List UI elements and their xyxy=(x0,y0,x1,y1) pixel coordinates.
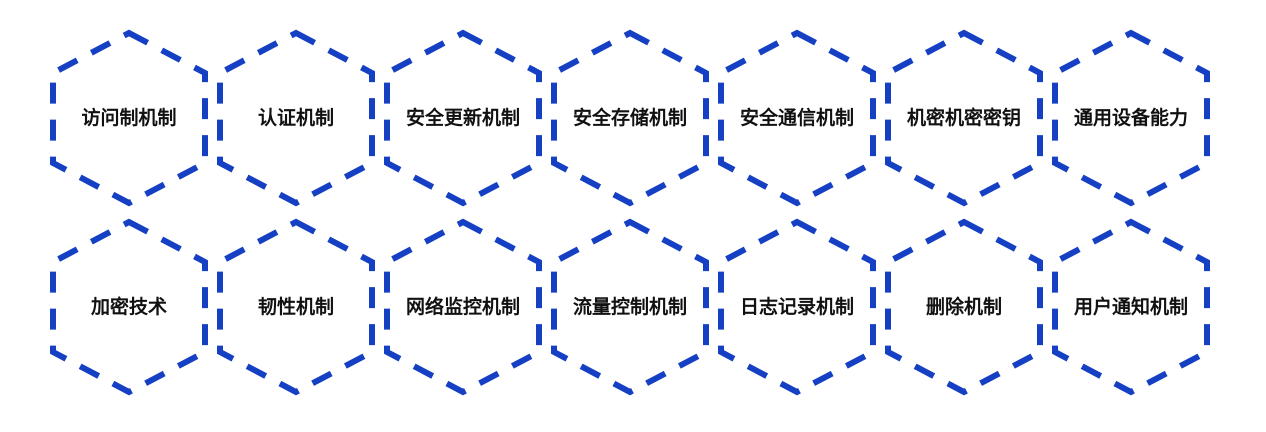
hexagon-outline xyxy=(50,218,208,396)
hexagon-label: 用户通知机制 xyxy=(1074,295,1188,318)
hexagon-outline xyxy=(217,29,375,207)
hexagon-node: 韧性机制 xyxy=(217,218,375,396)
hexagon-outline xyxy=(50,29,208,207)
hexagon-outline xyxy=(384,29,542,207)
hexagon-layer: 访问制机制 认证机制 安全更新机制 安全存储机制 安全通信机制 机密机密密钥 通用设备能力加… xyxy=(50,29,1210,396)
hexagon-node: 加密技术 xyxy=(50,218,208,396)
hexagon-label: 安全通信机制 xyxy=(740,106,854,129)
hexagon-outline xyxy=(551,218,709,396)
hexagon-node: 认证机制 xyxy=(217,29,375,207)
hexagon-label: 认证机制 xyxy=(258,106,334,129)
hexagon-outline xyxy=(718,29,876,207)
hexagon-label: 网络监控机制 xyxy=(406,295,520,318)
hexagon-label: 删除机制 xyxy=(926,295,1002,318)
hexagon-label: 流量控制机制 xyxy=(573,295,687,318)
hexagon-node: 流量控制机制 xyxy=(551,218,709,396)
hexagon-node: 通用设备能力 xyxy=(1052,29,1210,207)
hexagon-outline xyxy=(885,218,1043,396)
hexagon-label: 通用设备能力 xyxy=(1074,106,1188,129)
hexagon-node: 机密机密密钥 xyxy=(885,29,1043,207)
hexagon-node: 网络监控机制 xyxy=(384,218,542,396)
hexagon-label: 日志记录机制 xyxy=(740,295,854,318)
hexagon-node: 用户通知机制 xyxy=(1052,218,1210,396)
hexagon-node: 安全存储机制 xyxy=(551,29,709,207)
hexagon-node: 访问制机制 xyxy=(50,29,208,207)
hexagon-label: 韧性机制 xyxy=(258,295,334,318)
hexagon-outline xyxy=(551,29,709,207)
hexagon-outline xyxy=(384,218,542,396)
hexagon-label: 加密技术 xyxy=(90,295,167,318)
hexagon-node: 安全更新机制 xyxy=(384,29,542,207)
hexagon-node: 删除机制 xyxy=(885,218,1043,396)
hexagon-label: 安全更新机制 xyxy=(406,106,520,129)
hexagon-outline xyxy=(1052,29,1210,207)
hexagon-label: 访问制机制 xyxy=(81,106,176,129)
hexagon-outline xyxy=(885,29,1043,207)
hexagon-outline xyxy=(217,218,375,396)
hexagon-node: 日志记录机制 xyxy=(718,218,876,396)
hexagon-outline xyxy=(1052,218,1210,396)
hexagon-label: 安全存储机制 xyxy=(573,106,687,129)
hexagon-outline xyxy=(718,218,876,396)
hexagon-label: 机密机密密钥 xyxy=(907,106,1021,129)
hexagon-node: 安全通信机制 xyxy=(718,29,876,207)
